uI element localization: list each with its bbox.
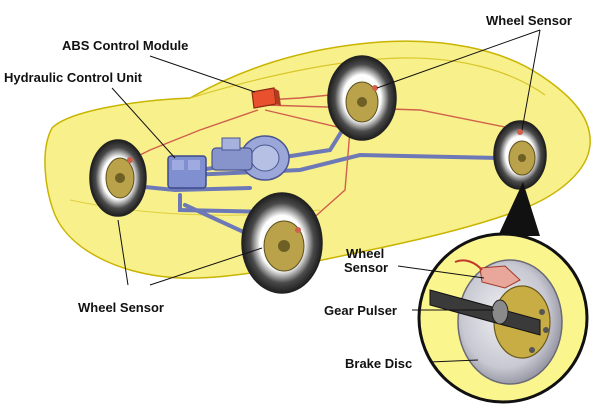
abs-control-module — [251, 87, 281, 109]
label-hydraulic-control-unit: Hydraulic Control Unit — [4, 70, 143, 85]
wheel-sensor-dots — [127, 85, 523, 233]
inset-detail — [417, 232, 589, 404]
brake-booster — [211, 135, 290, 181]
wheel-rear-left — [241, 192, 323, 294]
wheel-front-right — [327, 55, 397, 141]
label-wheel-sensor-top: Wheel Sensor — [486, 13, 572, 28]
label-brake-disc: Brake Disc — [345, 356, 412, 371]
wheel-front-left — [89, 139, 147, 217]
inset-pointer — [498, 182, 540, 236]
label-wheel-sensor-bottom: Wheel Sensor — [78, 300, 164, 315]
hydraulic-control-unit — [167, 155, 207, 189]
label-inset-wheel: Wheel — [346, 246, 384, 261]
label-gear-pulser: Gear Pulser — [324, 303, 397, 318]
label-inset-sensor: Sensor — [344, 260, 388, 275]
label-abs-control-module: ABS Control Module — [62, 38, 188, 53]
leader-lines — [111, 29, 541, 363]
wheel-rear-right — [493, 120, 547, 190]
